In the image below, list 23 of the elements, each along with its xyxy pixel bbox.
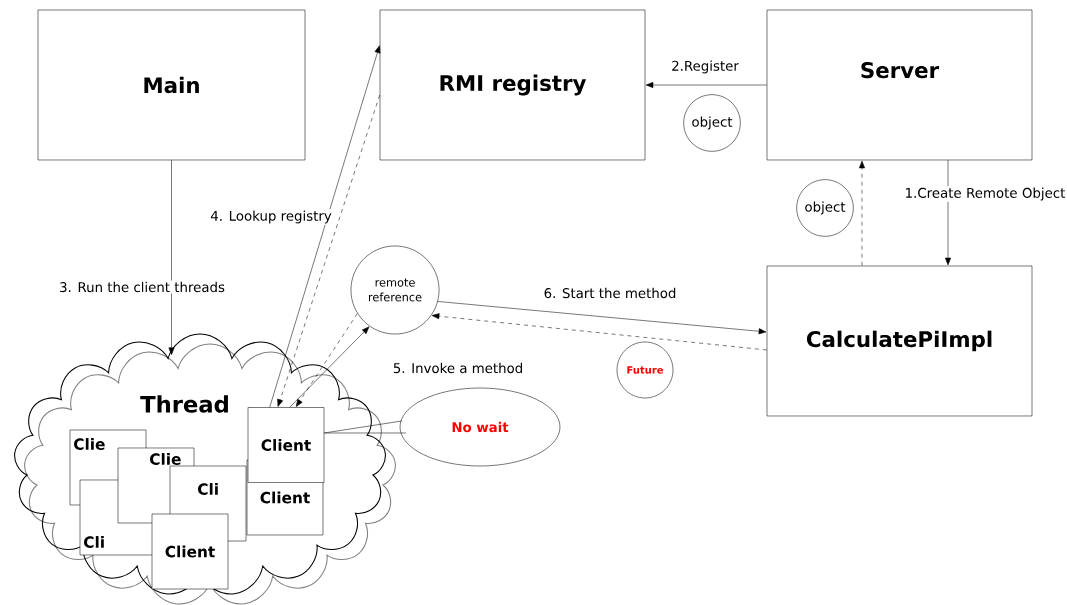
- arrow: [277, 94, 380, 407]
- edge-label: 4. Lookup registry: [208, 209, 334, 225]
- process-box: CalculatePiImpl: [766, 265, 1033, 417]
- process-box: Main: [37, 9, 306, 161]
- arrow: [645, 82, 767, 88]
- edge-label: 1.Create Remote Object: [903, 186, 1067, 202]
- speech-bubble: No wait: [399, 387, 561, 467]
- arrow: [269, 45, 381, 408]
- arrow: [437, 301, 767, 335]
- edge-label: 3. Run the client threads: [57, 280, 227, 294]
- arrow: [295, 313, 358, 407]
- arrow: [431, 313, 767, 351]
- arrow: [168, 160, 175, 355]
- speech-bubble-tail: [324, 420, 406, 434]
- arrow: [289, 326, 370, 408]
- client-box: Client: [247, 407, 325, 483]
- edge-label: 6. Start the method: [542, 286, 678, 300]
- process-box: Server: [766, 9, 1033, 161]
- arrow: [859, 160, 865, 266]
- arrow: [945, 160, 951, 266]
- edge-label: 2.Register: [669, 59, 741, 75]
- client-box: Client: [151, 513, 229, 590]
- process-box: RMI registry: [379, 9, 646, 161]
